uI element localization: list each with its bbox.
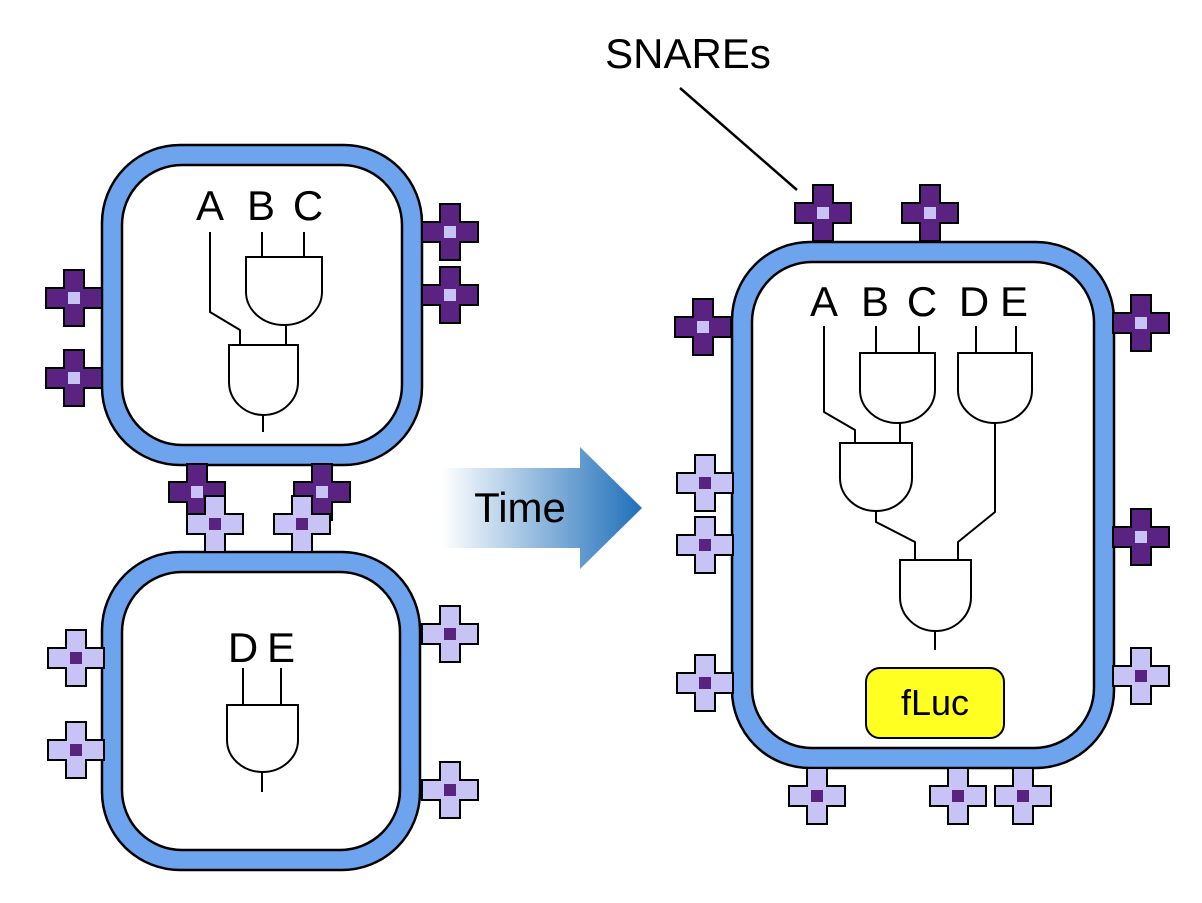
fluc-label: fLuc [901, 682, 969, 723]
input-label-a: A [810, 278, 838, 325]
input-label-e: E [267, 624, 295, 671]
and-gate-icon [228, 344, 299, 416]
snare-protein-icon [676, 654, 734, 712]
logic-circuit [209, 232, 323, 432]
and-gate-icon [245, 256, 323, 326]
input-label-d: D [959, 278, 989, 325]
snares-callout: SNAREs [605, 30, 798, 191]
snare-protein-icon [901, 184, 959, 242]
snares-label: SNAREs [605, 30, 771, 77]
snare-protein-icon [674, 298, 732, 356]
input-label-a: A [196, 182, 224, 229]
input-label-c: C [293, 182, 323, 229]
snare-protein-icon [421, 761, 479, 819]
and-gate-icon [839, 442, 913, 512]
snare-proteins [45, 184, 1170, 825]
fluc-reporter: fLuc [865, 667, 1005, 739]
and-gate-icon [957, 352, 1033, 424]
snare-protein-icon [421, 605, 479, 663]
snare-protein-icon [421, 203, 479, 261]
time-label: Time [474, 484, 566, 531]
input-label-b: B [861, 278, 889, 325]
snare-protein-icon [186, 495, 244, 553]
input-label-d: D [228, 624, 258, 671]
logic-circuit [226, 668, 299, 792]
snare-protein-icon [273, 495, 331, 553]
snare-protein-icon [676, 516, 734, 574]
snare-protein-icon [788, 767, 846, 825]
time-arrow-icon: Time [442, 447, 642, 569]
snare-protein-icon [45, 349, 103, 407]
snare-protein-icon [45, 269, 103, 327]
and-gate-icon [899, 559, 972, 632]
snare-protein-icon [421, 266, 479, 324]
snare-protein-icon [47, 629, 105, 687]
bottom-vesicle: D E [100, 550, 422, 872]
snare-protein-icon [929, 767, 987, 825]
snare-protein-icon [1112, 508, 1170, 566]
snare-protein-icon [676, 454, 734, 512]
snare-protein-icon [1112, 647, 1170, 705]
snare-protein-icon [994, 767, 1052, 825]
fused-vesicle: A B C D E fLuc [730, 240, 1116, 770]
snare-protein-icon [293, 463, 351, 521]
input-label-b: B [247, 182, 275, 229]
and-gate-icon [859, 352, 936, 424]
input-label-e: E [1000, 278, 1028, 325]
snare-protein-icon [47, 721, 105, 779]
and-gate-icon [226, 704, 299, 773]
input-label-c: C [907, 278, 937, 325]
logic-circuit [823, 326, 1033, 650]
snare-protein-icon [794, 184, 852, 242]
top-vesicle: A B C [100, 143, 424, 467]
snare-protein-icon [1112, 294, 1170, 352]
